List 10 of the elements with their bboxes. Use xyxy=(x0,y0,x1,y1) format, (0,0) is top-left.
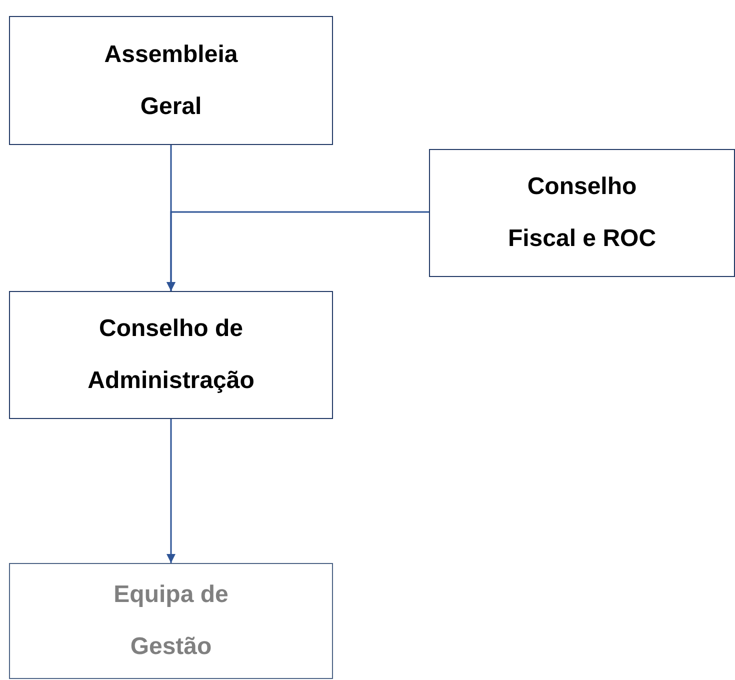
org-box xyxy=(429,149,735,277)
box-label: Equipa de Gestão xyxy=(112,580,230,662)
arrow xyxy=(166,419,176,563)
box-label: Conselho Fiscal e ROC xyxy=(506,172,658,254)
org-box xyxy=(9,291,333,419)
org-box xyxy=(9,16,333,145)
arrow xyxy=(166,211,429,291)
box-label: Assembleia Geral xyxy=(103,40,239,122)
box-label: Conselho de Administração xyxy=(86,314,256,396)
org-box xyxy=(9,563,333,679)
